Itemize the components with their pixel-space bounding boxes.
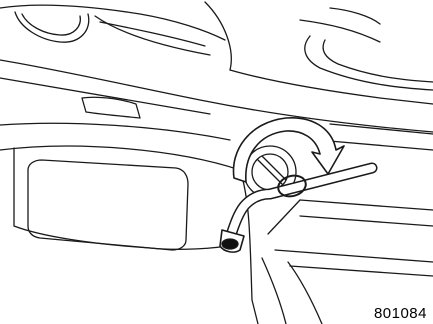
- hood-lines: [0, 2, 433, 132]
- figure-code-label: 801084: [374, 306, 427, 321]
- grille: [262, 124, 433, 324]
- clockwise-arrow-icon: [233, 118, 344, 182]
- bumper: [0, 123, 258, 324]
- headlight: [0, 5, 225, 55]
